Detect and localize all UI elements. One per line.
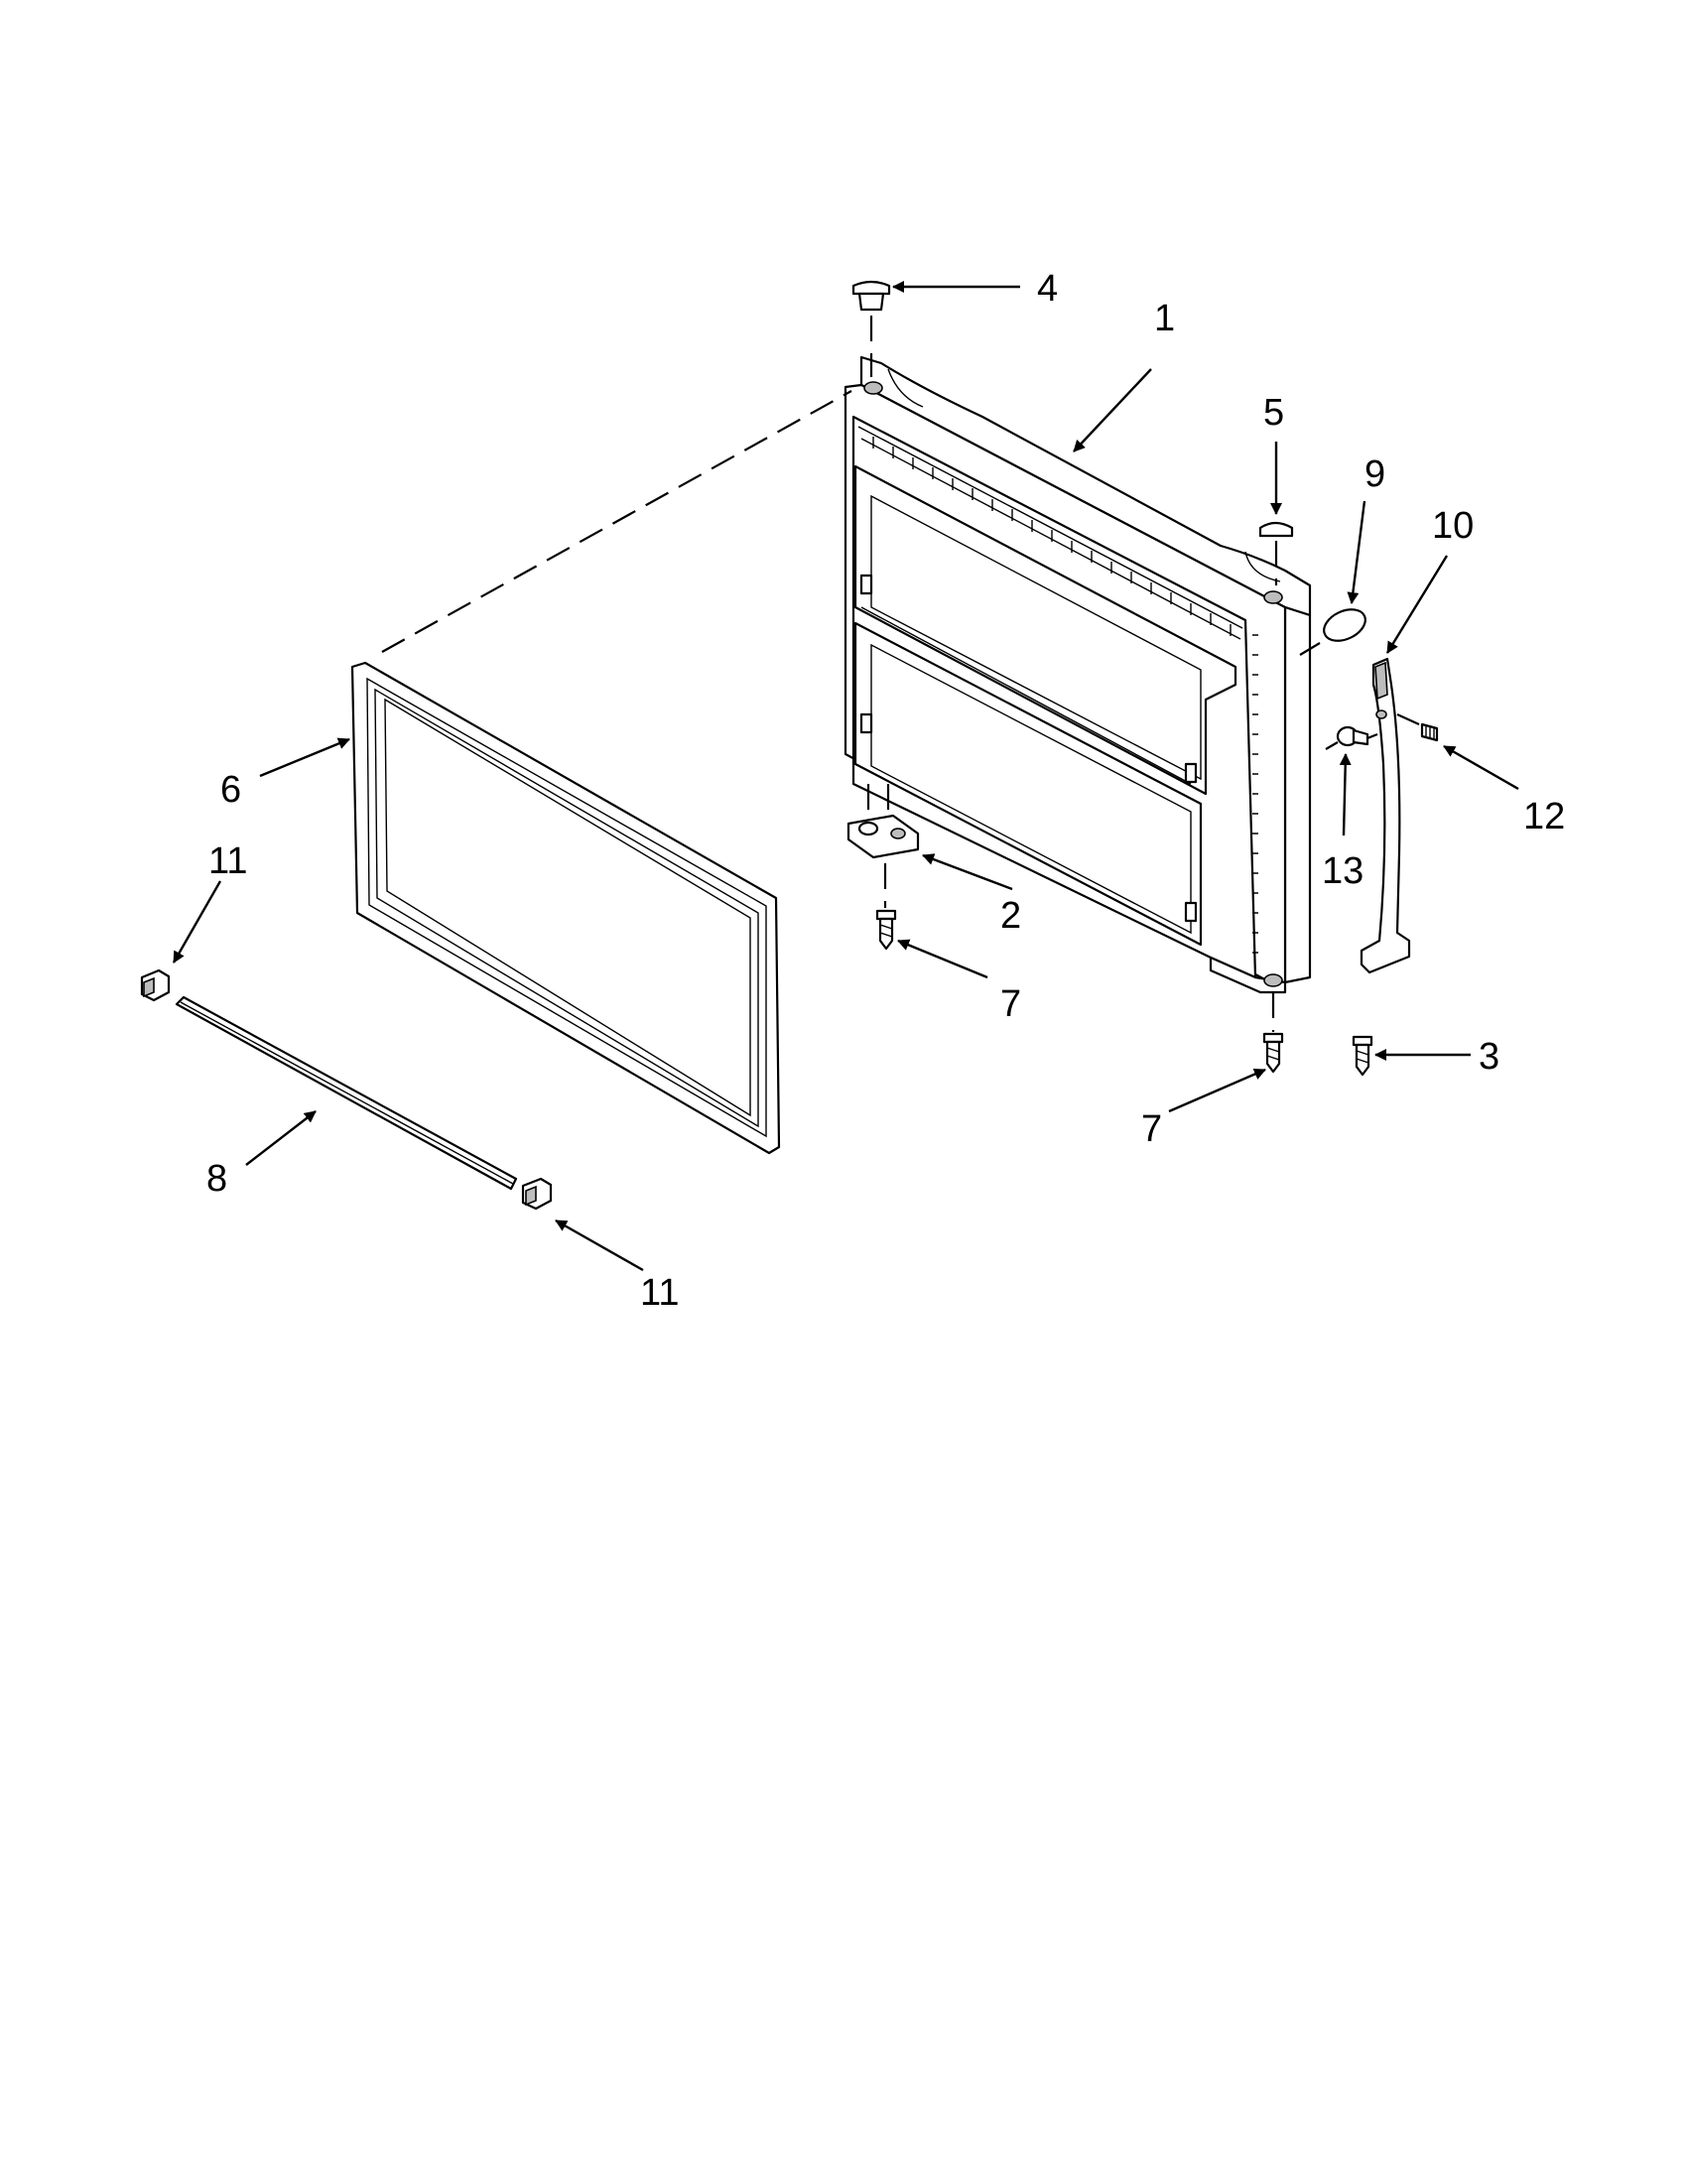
end-cap-left <box>140 968 171 1002</box>
lower-hinge-bracket <box>846 784 920 859</box>
handle-screw <box>1352 1035 1373 1077</box>
alignment-line <box>381 390 852 653</box>
callout-7-left: 7 <box>1000 983 1021 1025</box>
gasket-ticks <box>872 437 1258 954</box>
callout-13: 13 <box>1322 850 1363 892</box>
callout-3: 3 <box>1479 1036 1499 1078</box>
ring-washer <box>1299 608 1366 656</box>
hinge-plug-top <box>851 280 891 377</box>
callout-11-bottom: 11 <box>640 1272 679 1314</box>
hinge-plug-right <box>1258 521 1294 585</box>
callout-11-top: 11 <box>208 840 247 882</box>
callout-5: 5 <box>1263 392 1284 434</box>
bottom-trim <box>175 995 518 1191</box>
callout-9: 9 <box>1364 453 1385 495</box>
screw-left <box>875 863 897 951</box>
set-screw <box>1396 712 1439 742</box>
door-gasket <box>350 661 781 1155</box>
leader-lines <box>172 281 1519 1272</box>
callout-8: 8 <box>206 1158 227 1200</box>
callout-7-right: 7 <box>1141 1108 1162 1150</box>
callout-4: 4 <box>1037 268 1058 310</box>
callout-6: 6 <box>220 769 241 811</box>
end-cap-right <box>521 1177 553 1211</box>
callout-10: 10 <box>1432 505 1474 547</box>
callout-2: 2 <box>1000 895 1021 937</box>
callout-1: 1 <box>1154 298 1175 339</box>
door-handle <box>1360 657 1411 974</box>
freezer-door-assembly <box>844 355 1312 994</box>
screw-right <box>1262 992 1284 1074</box>
callout-12: 12 <box>1523 796 1565 837</box>
callout-labels: 4 1 5 9 10 12 13 2 7 3 7 6 11 8 11 <box>206 268 1565 1314</box>
handle-stud <box>1325 725 1378 750</box>
